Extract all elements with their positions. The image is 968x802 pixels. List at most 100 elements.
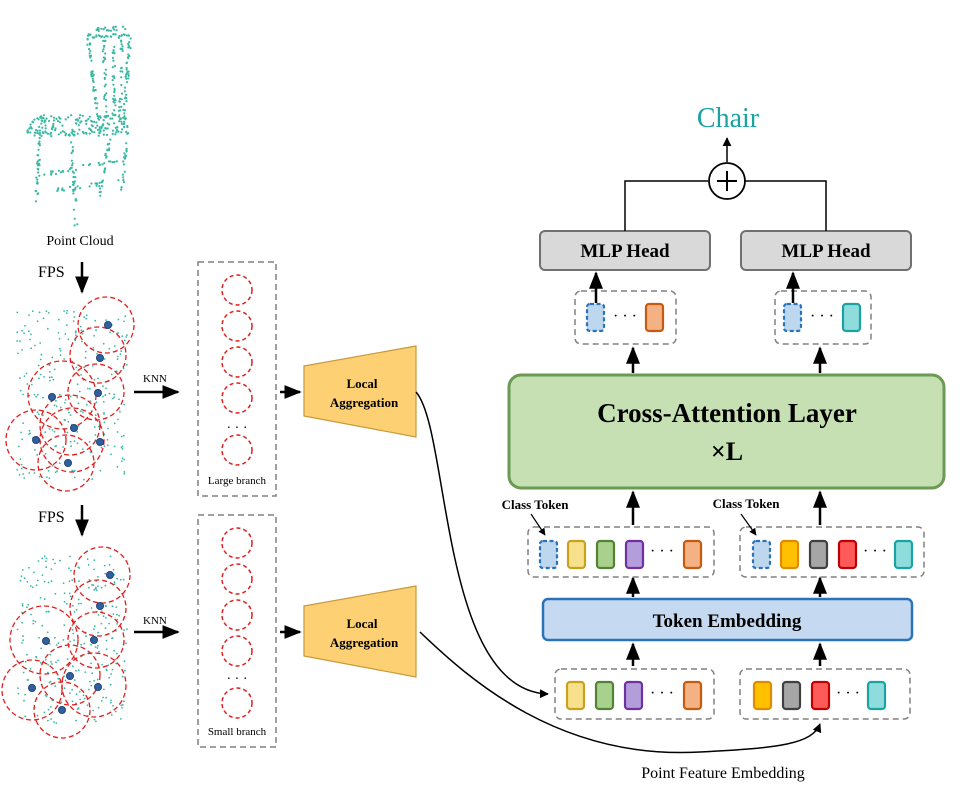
point (67, 420, 70, 423)
point (102, 342, 105, 345)
knn-label-1: KNN (143, 373, 167, 385)
point (20, 467, 23, 470)
point (57, 133, 60, 136)
point (111, 112, 114, 115)
point (79, 187, 82, 190)
point (72, 171, 75, 174)
point (113, 422, 116, 425)
point (20, 431, 22, 434)
point (35, 656, 38, 659)
point (93, 625, 96, 628)
fps-center-point (70, 423, 79, 432)
point (26, 580, 29, 583)
token-purple (624, 539, 645, 570)
point (53, 430, 56, 433)
point (107, 427, 109, 430)
point (36, 454, 38, 456)
point (62, 170, 65, 173)
neighborhood-circle (37, 434, 95, 492)
point (105, 617, 107, 619)
point (111, 637, 114, 639)
point (92, 709, 94, 712)
point (34, 344, 36, 347)
point (47, 469, 50, 472)
point (99, 187, 102, 190)
point (91, 584, 93, 586)
fps-center-point (96, 602, 105, 611)
point (83, 316, 86, 319)
point (105, 110, 108, 113)
point (120, 446, 123, 449)
point (89, 42, 92, 45)
point (88, 115, 91, 118)
point (117, 418, 119, 421)
point (55, 644, 58, 646)
point (53, 404, 56, 407)
point (28, 472, 31, 474)
point (123, 339, 126, 342)
point (73, 469, 76, 472)
point (125, 73, 128, 76)
point (48, 428, 51, 430)
point (110, 699, 112, 702)
chair-point-cloud (26, 25, 132, 227)
point (19, 579, 22, 582)
point (125, 77, 128, 80)
point (111, 605, 114, 608)
point (113, 345, 116, 347)
point (96, 182, 99, 186)
point (92, 365, 94, 367)
point (70, 445, 72, 448)
point (78, 390, 81, 393)
point (62, 189, 66, 192)
point (16, 331, 19, 334)
point (119, 353, 122, 356)
point (104, 26, 107, 29)
point (63, 310, 65, 312)
point (88, 132, 91, 135)
point (73, 679, 76, 681)
point (121, 49, 124, 53)
point (43, 580, 46, 583)
point (111, 56, 115, 60)
point (51, 170, 54, 173)
point (118, 35, 121, 38)
point (22, 393, 24, 396)
neighborhood-circle (61, 652, 127, 718)
point (119, 410, 121, 413)
point (59, 406, 62, 409)
point (60, 701, 63, 704)
point (103, 44, 106, 47)
point (123, 170, 126, 173)
point (58, 121, 62, 124)
point (19, 458, 22, 460)
point (71, 188, 75, 191)
point (107, 664, 110, 667)
small-branch-label: Small branch (208, 726, 267, 738)
point (28, 127, 31, 130)
point (54, 636, 56, 639)
point (119, 109, 122, 112)
point (79, 114, 82, 117)
point (44, 452, 47, 455)
point (24, 693, 26, 696)
point (45, 557, 48, 560)
point (96, 102, 99, 105)
point (124, 75, 127, 78)
point (48, 643, 51, 645)
point (23, 477, 26, 479)
point (105, 639, 108, 642)
point (37, 364, 40, 367)
point (93, 568, 95, 571)
point (108, 676, 110, 679)
point (94, 434, 97, 436)
point (123, 86, 127, 89)
point (65, 312, 68, 314)
point (112, 704, 114, 707)
point (79, 121, 82, 124)
point (36, 181, 39, 184)
point (45, 566, 48, 569)
point (105, 319, 107, 321)
point (73, 316, 76, 318)
point (114, 133, 117, 136)
